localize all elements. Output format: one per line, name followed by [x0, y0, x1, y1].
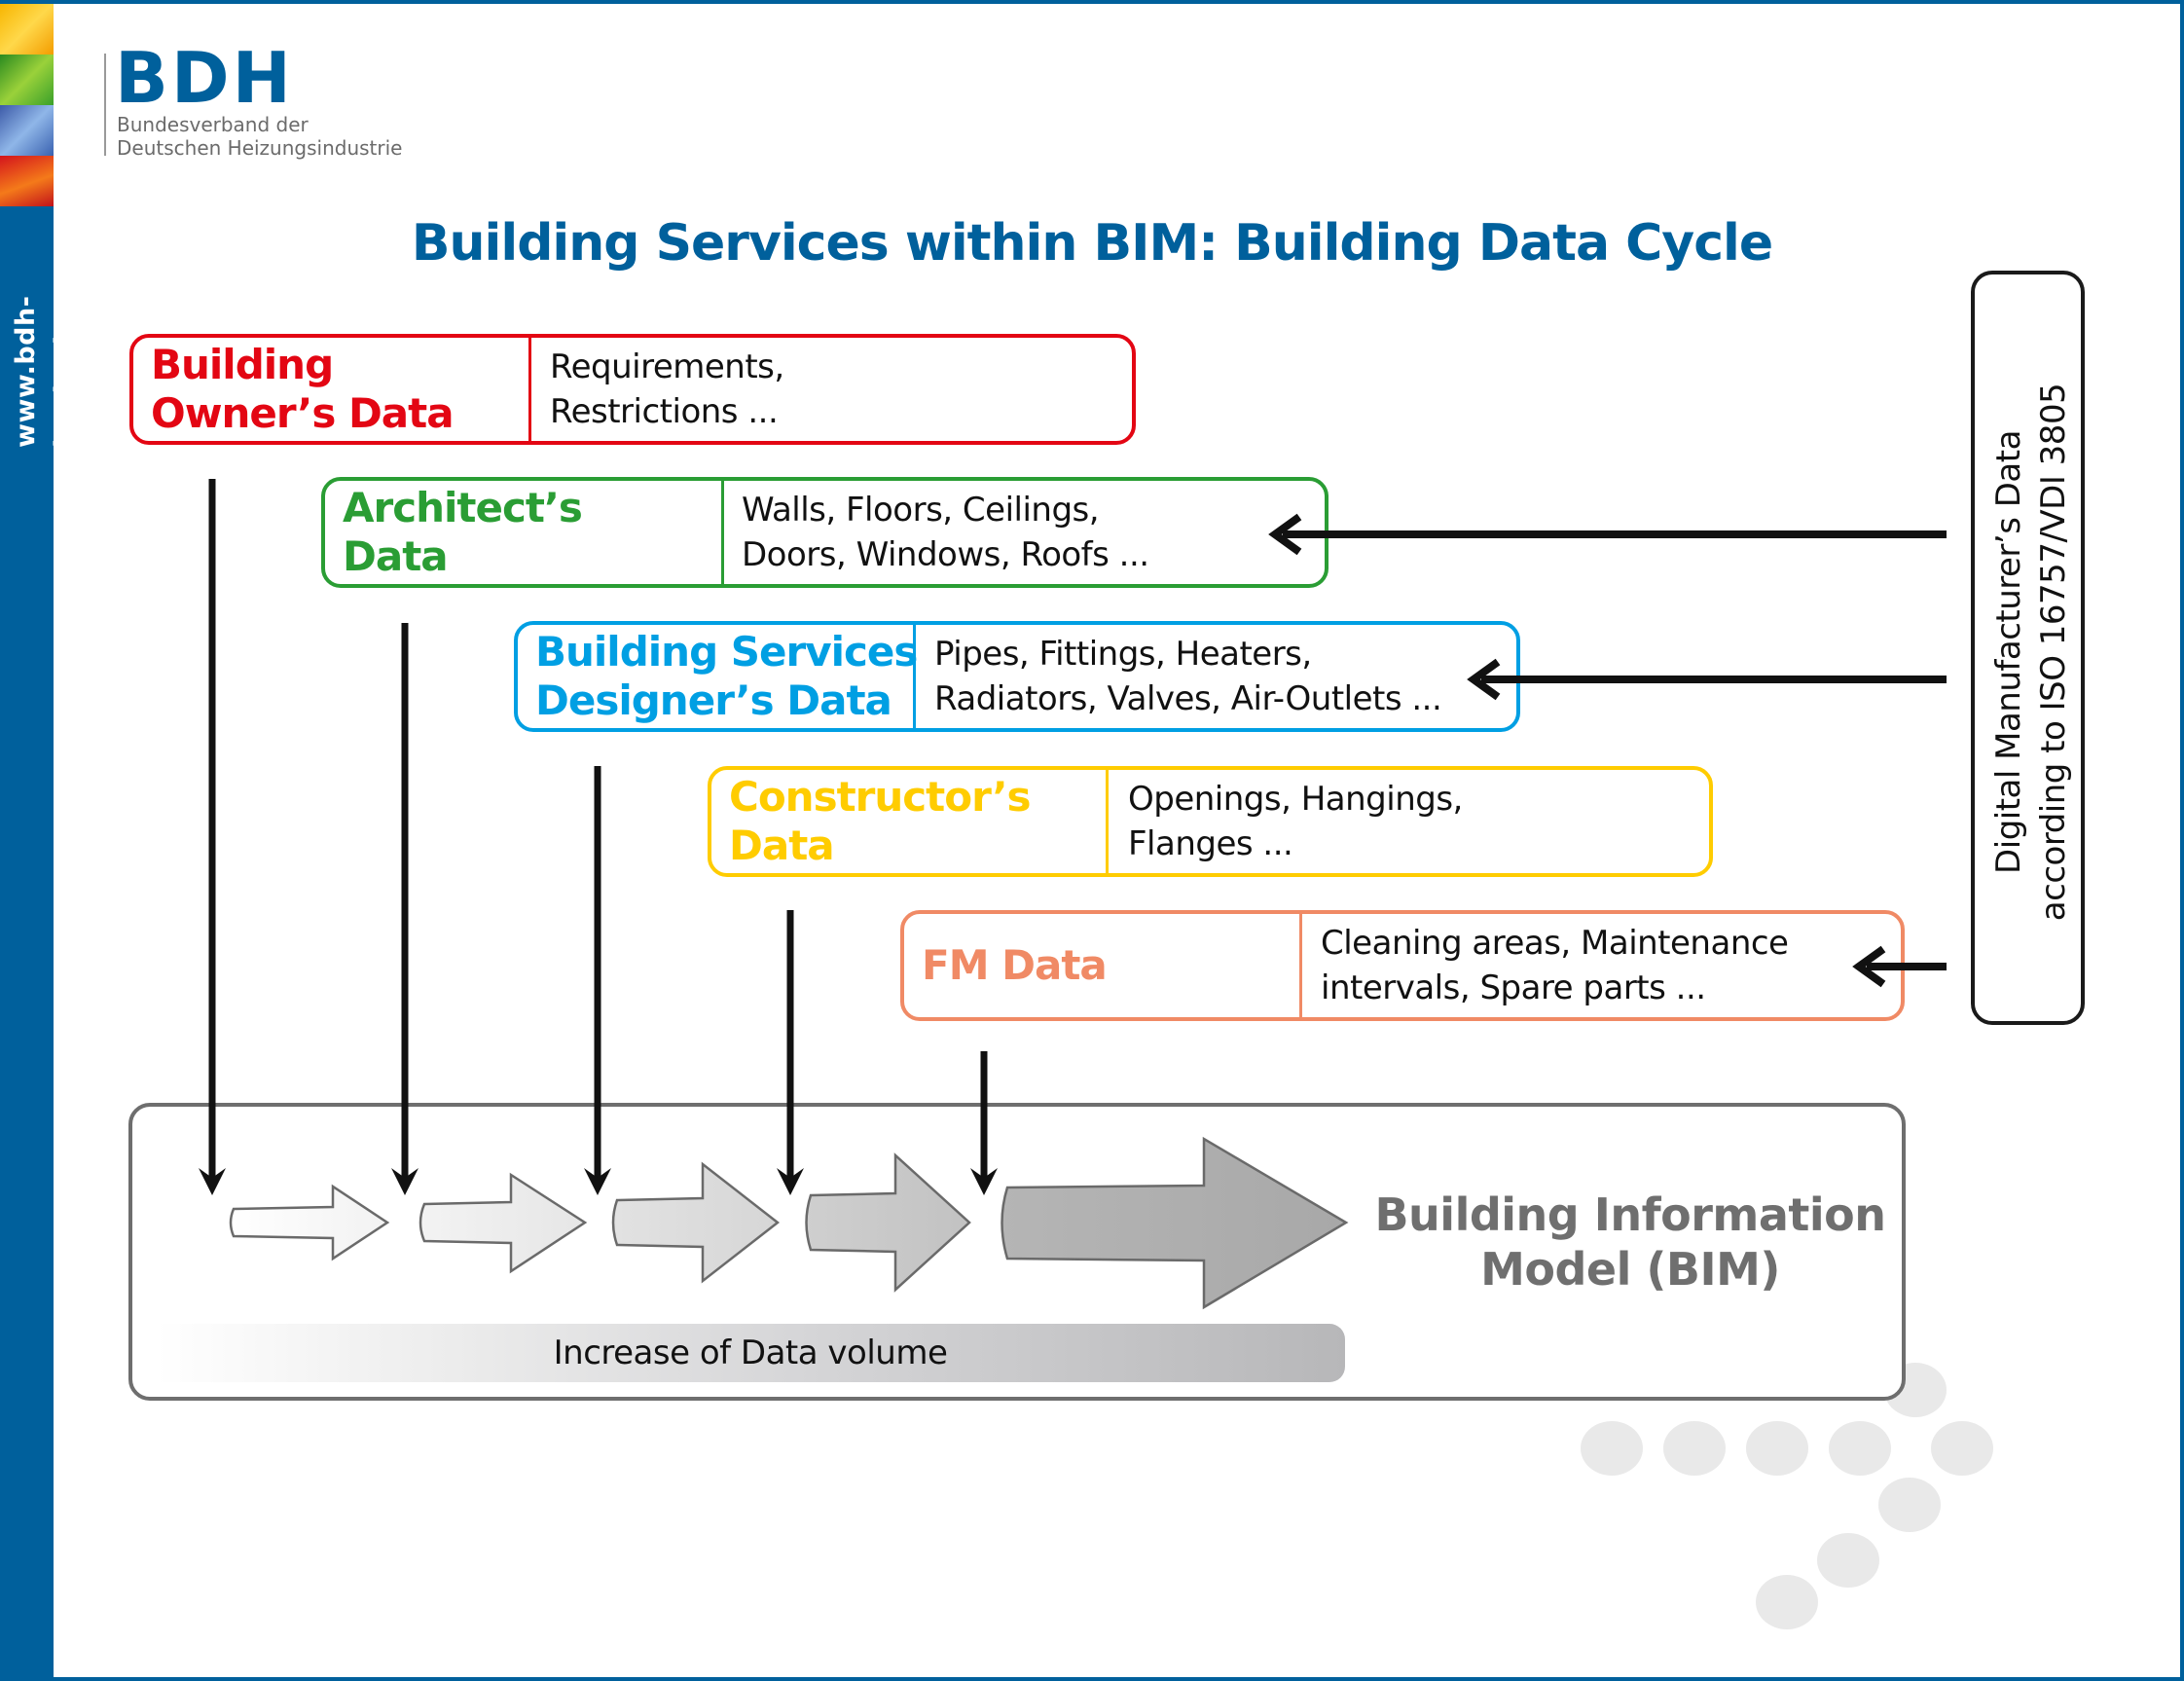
logo-divider: [104, 54, 106, 156]
box-description: Openings, Hangings, Flanges ...: [1128, 770, 1463, 873]
box-desc-line1: Pipes, Fittings, Heaters,: [934, 635, 1312, 674]
box-desc-line1: Requirements,: [550, 347, 784, 386]
flow-arrow: [419, 1172, 588, 1274]
decorative-dot: [1756, 1575, 1818, 1629]
box-divider: [1106, 770, 1109, 873]
box-label: FM Data: [922, 914, 1108, 1017]
color-strip-blue: [0, 105, 54, 156]
bim-label: Building Information Model (BIM): [1363, 1188, 1898, 1297]
frame-right: [2180, 0, 2184, 1681]
box-divider: [1299, 914, 1302, 1017]
box-divider: [913, 625, 916, 728]
box-description: Pipes, Fittings, Heaters, Radiators, Val…: [934, 625, 1442, 728]
left-arrow: [1852, 945, 1947, 988]
box-label-line2: Owner’s Data: [151, 389, 455, 437]
box-desc-line1: Openings, Hangings,: [1128, 780, 1463, 819]
box-description: Walls, Floors, Ceilings, Doors, Windows,…: [742, 481, 1149, 584]
decorative-dot: [1829, 1421, 1891, 1476]
sidebar: www.bdh-koeln.de: [0, 0, 80, 1681]
building-owner-data-box: Building Owner’s Data Requirements, Rest…: [129, 334, 1136, 445]
bim-label-line2: Model (BIM): [1480, 1243, 1780, 1296]
color-strip-green: [0, 55, 54, 105]
box-label-line1: Building Services: [535, 628, 918, 676]
down-arrow: [584, 766, 611, 1195]
box-divider: [721, 481, 724, 584]
box-desc-line1: Cleaning areas, Maintenance: [1321, 924, 1789, 963]
box-desc-line2: Doors, Windows, Roofs ...: [742, 535, 1149, 574]
box-description: Cleaning areas, Maintenance intervals, S…: [1321, 914, 1789, 1017]
box-desc-line2: Radiators, Valves, Air-Outlets ...: [934, 679, 1442, 718]
frame-bottom: [0, 1677, 2184, 1681]
decorative-dot: [1663, 1421, 1726, 1476]
box-divider: [528, 338, 531, 441]
logo-abbreviation: BDH: [115, 37, 294, 119]
box-desc-line2: intervals, Spare parts ...: [1321, 968, 1706, 1007]
color-strip-red: [0, 156, 54, 206]
frame-top: [0, 0, 2184, 4]
flow-arrow: [1001, 1136, 1349, 1310]
box-desc-line1: Walls, Floors, Ceilings,: [742, 491, 1100, 530]
box-label-line1: FM Data: [922, 941, 1108, 989]
box-desc-line2: Restrictions ...: [550, 392, 779, 431]
box-label-line1: Building: [151, 341, 334, 388]
decorative-dot: [1878, 1478, 1941, 1532]
flow-arrow: [611, 1161, 781, 1284]
data-volume-label: Increase of Data volume: [553, 1334, 948, 1372]
flow-arrow: [229, 1184, 390, 1261]
box-desc-line2: Flanges ...: [1128, 824, 1293, 863]
box-label: Architect’s Data: [343, 481, 583, 584]
logo-subtitle-line1: Bundesverband der: [117, 113, 309, 136]
building-services-designer-data-box: Building Services Designer’s Data Pipes,…: [514, 621, 1520, 732]
architect-data-box: Architect’s Data Walls, Floors, Ceilings…: [321, 477, 1329, 588]
logo-subtitle: Bundesverband der Deutschen Heizungsindu…: [117, 113, 402, 160]
left-arrow: [1467, 658, 1947, 701]
fm-data-box: FM Data Cleaning areas, Maintenance inte…: [900, 910, 1905, 1021]
down-arrow: [391, 623, 419, 1195]
flow-arrow: [805, 1152, 971, 1293]
decorative-dot: [1581, 1421, 1643, 1476]
page-title: Building Services within BIM: Building D…: [411, 214, 1773, 273]
box-label-line2: Data: [729, 822, 835, 869]
box-label: Building Services Designer’s Data: [535, 625, 918, 728]
box-label: Constructor’s Data: [729, 770, 1032, 873]
down-arrow: [199, 479, 226, 1195]
data-volume-bar: [156, 1324, 1345, 1382]
box-label-line1: Constructor’s: [729, 773, 1032, 821]
logo-subtitle-line2: Deutschen Heizungsindustrie: [117, 136, 403, 160]
decorative-dot: [1817, 1533, 1879, 1588]
constructor-data-box: Constructor’s Data Openings, Hangings, F…: [708, 766, 1713, 877]
box-label-line2: Designer’s Data: [535, 676, 892, 724]
down-arrow: [777, 910, 804, 1195]
left-arrow: [1268, 513, 1947, 556]
box-label: Building Owner’s Data: [151, 338, 455, 441]
decorative-dot: [1931, 1421, 1993, 1476]
down-arrow: [970, 1051, 998, 1195]
box-description: Requirements, Restrictions ...: [550, 338, 784, 441]
color-strip-yellow: [0, 4, 54, 55]
decorative-dot: [1746, 1421, 1808, 1476]
bim-label-line1: Building Information: [1374, 1188, 1886, 1241]
box-label-line1: Architect’s: [343, 484, 583, 531]
box-label-line2: Data: [343, 532, 449, 580]
manufacturer-data-box: Digital Manufacturer’s Data according to…: [1971, 271, 2085, 1025]
